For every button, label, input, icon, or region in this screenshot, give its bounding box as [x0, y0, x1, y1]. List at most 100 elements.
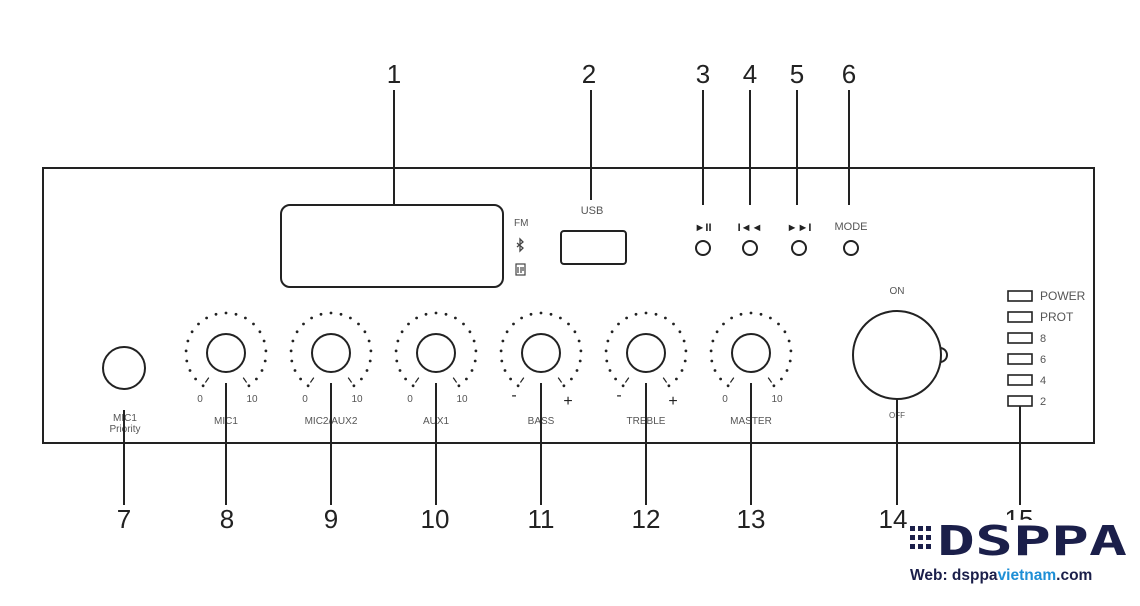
- knob-scale-tick: [624, 377, 630, 383]
- knob-scale-dot: [520, 316, 523, 320]
- knob-scale-dot: [503, 369, 507, 372]
- next-track-button: [791, 240, 807, 256]
- knob-scale-dot: [398, 369, 402, 372]
- previous-track-button: [742, 240, 758, 256]
- knob-scale-dot: [201, 384, 205, 388]
- knob-scale-dot: [730, 316, 733, 320]
- bottom-leader-lines: [123, 383, 1021, 505]
- knob-scale-dot: [777, 322, 780, 326]
- knob-scale-dot: [454, 316, 457, 320]
- knob-scale-dot: [205, 316, 209, 320]
- knob-scale-dot: [424, 312, 428, 316]
- knob-scale-dot: [759, 312, 763, 316]
- knob-scale-dot: [244, 316, 247, 320]
- knob-scale-dot: [711, 339, 715, 343]
- callout-14: 14: [879, 504, 908, 534]
- knob-scale-dot: [310, 316, 313, 320]
- knob-scale-dot: [291, 339, 295, 343]
- callout-1: 1: [387, 59, 401, 89]
- display-window: [280, 204, 504, 288]
- knob-scale-tick: [242, 377, 248, 383]
- panel-outline: [42, 167, 1095, 444]
- knob-scale-dot: [709, 349, 713, 353]
- knob-scale-dot: [465, 377, 468, 381]
- knob-scale-dot: [505, 330, 509, 334]
- led-2: [1007, 395, 1033, 407]
- mic1-label: MIC1: [113, 413, 137, 424]
- led-2-label: 2: [1040, 396, 1046, 408]
- knobs-group: [206, 333, 771, 373]
- knob-scale-dot: [247, 384, 251, 388]
- callout-4: 4: [743, 59, 757, 89]
- knob-scale-dot: [404, 377, 407, 381]
- mic1-scale-max: 10: [246, 394, 258, 405]
- knob-scale-dot: [299, 377, 302, 381]
- power-on-label: ON: [890, 286, 905, 297]
- mic1-scale-min: 0: [197, 394, 203, 405]
- knob-scale-dot: [579, 349, 583, 353]
- knob-scale-dot: [365, 369, 369, 372]
- knob-scale-dots: [184, 311, 793, 388]
- knob-scale-dot: [367, 339, 371, 343]
- knob-scale-dot: [654, 312, 658, 316]
- knob-scale-dot: [407, 322, 410, 326]
- mode-button: [843, 240, 859, 256]
- knob-scale-dot: [263, 359, 267, 363]
- knob-scale-dot: [509, 377, 512, 381]
- knob-scale-dot: [562, 384, 566, 388]
- knob-scale-dot: [369, 349, 373, 353]
- mode-label: MODE: [835, 221, 868, 233]
- knob-scale-dot: [186, 339, 190, 343]
- knob-scale-dot: [772, 384, 776, 388]
- knob-scale-dot: [672, 322, 675, 326]
- treble-knob: [626, 333, 666, 373]
- play-pause-icon: ►II: [695, 222, 712, 234]
- led-8: [1007, 332, 1033, 344]
- knob-scale-dot: [262, 339, 266, 343]
- led-6: [1007, 353, 1033, 365]
- knob-scale-dot: [683, 359, 687, 363]
- brand-watermark: DSPPA Web: dsppavietnam.com: [908, 518, 1130, 598]
- knob-scale-dot: [400, 330, 404, 334]
- brand-website: Web: dsppavietnam.com: [910, 567, 1130, 585]
- bass-scale-min: -: [511, 387, 516, 404]
- knob-scale-dot: [295, 330, 299, 334]
- led-6-label: 6: [1040, 354, 1046, 366]
- knob-scale-dot: [411, 384, 415, 388]
- callout-5: 5: [790, 59, 804, 89]
- knob-scale-dot: [360, 377, 363, 381]
- knob-scale-dot: [319, 312, 323, 316]
- knob-scale-dot: [785, 369, 789, 372]
- led-4-label: 4: [1040, 375, 1046, 387]
- usb-label: USB: [581, 205, 604, 217]
- knob-scale-dot: [567, 322, 570, 326]
- knob-scale-tick: [557, 377, 563, 383]
- knob-scale-dot: [255, 377, 258, 381]
- dsppa-logo-text: DSPPA: [937, 520, 1127, 562]
- knob-scale-dot: [415, 316, 418, 320]
- usb-port: [560, 230, 627, 265]
- knob-scale-dot: [197, 322, 200, 326]
- knob-scale-tick: [767, 377, 773, 383]
- knob-scale-dot: [606, 339, 610, 343]
- led-power-label: POWER: [1040, 289, 1086, 303]
- knob-scale-dot: [577, 339, 581, 343]
- bluetooth-icon: [516, 237, 524, 253]
- knob-scale-dot: [457, 384, 461, 388]
- master-scale-max: 10: [771, 394, 783, 405]
- knob-scale-tick: [662, 377, 668, 383]
- knob-scale-dot: [617, 322, 620, 326]
- knob-scale-dot: [722, 322, 725, 326]
- treble-scale-min: -: [616, 387, 621, 404]
- knob-scale-dot: [472, 339, 476, 343]
- knob-scale-dot: [188, 369, 192, 372]
- knob-scale-dot: [713, 369, 717, 372]
- knob-scale-dot: [306, 384, 310, 388]
- led-prot: [1007, 311, 1033, 323]
- callout-2: 2: [582, 59, 596, 89]
- mic2-scale-max: 10: [351, 394, 363, 405]
- knob-scale-tick: [347, 377, 353, 383]
- mic1-jack: [102, 346, 146, 390]
- bass-scale-max: +: [563, 393, 572, 410]
